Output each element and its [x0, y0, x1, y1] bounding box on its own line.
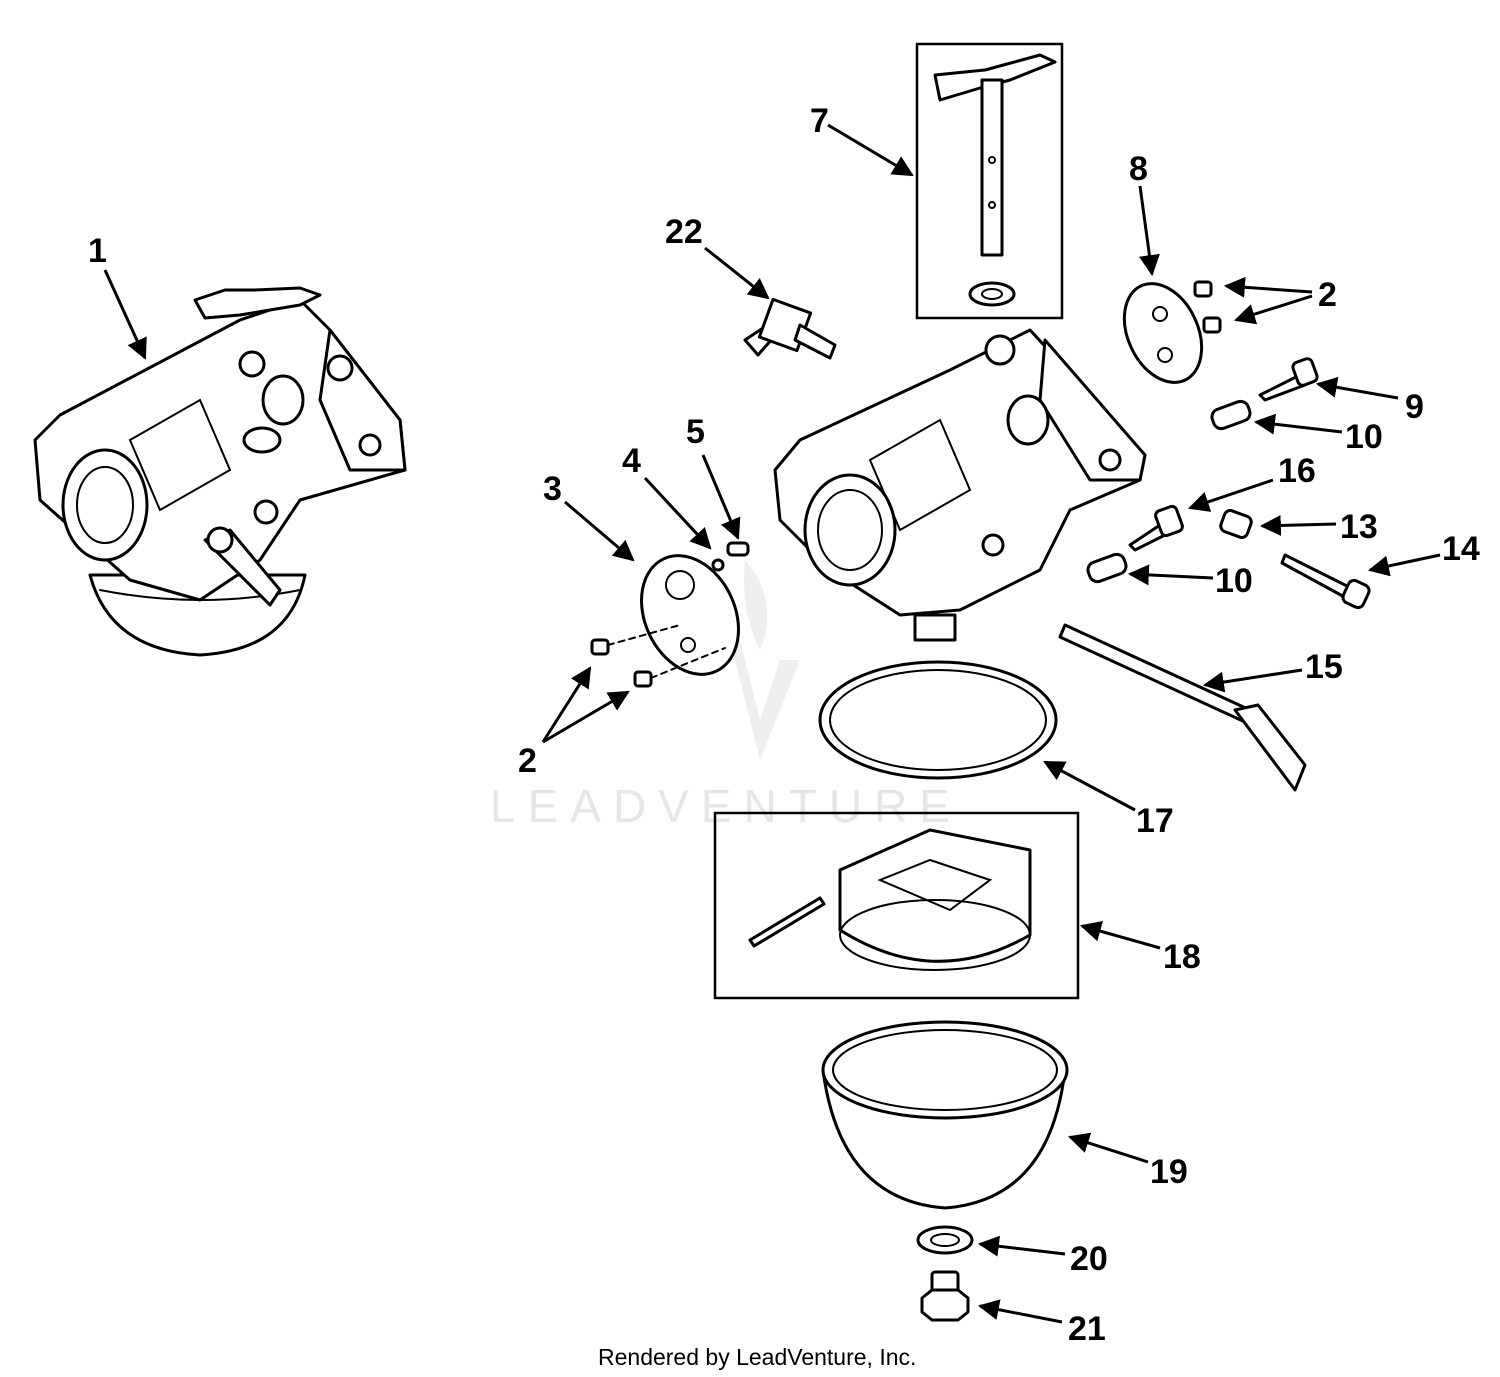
footer-credit: Rendered by LeadVenture, Inc. — [598, 1344, 916, 1370]
callout-20: 20 — [1070, 1240, 1108, 1278]
part-15-shaft — [1058, 623, 1307, 792]
watermark-text: LEADVENTURE — [490, 780, 962, 832]
part-20-washer — [916, 1225, 974, 1255]
carburetor-body — [773, 328, 1147, 642]
callout-19: 19 — [1150, 1153, 1188, 1191]
part-14-screw — [1280, 553, 1371, 610]
callout-10-lower: 10 — [1215, 562, 1253, 600]
callout-15: 15 — [1305, 648, 1343, 686]
callout-21: 21 — [1068, 1310, 1106, 1348]
callout-13: 13 — [1340, 508, 1378, 546]
callout-10-upper: 10 — [1345, 418, 1383, 456]
part-3-plate — [640, 554, 740, 676]
part-18-float — [748, 828, 1032, 971]
part-21-drain-plug — [920, 1270, 970, 1322]
callout-9: 9 — [1405, 388, 1424, 426]
part-9-needle-screw — [1258, 357, 1319, 402]
part-16-needle-screw — [1128, 504, 1184, 552]
part-10-spring-lower — [1086, 552, 1128, 584]
callout-7: 7 — [810, 102, 829, 140]
part-2-screws-right — [1193, 280, 1222, 334]
part-13-spring — [1219, 509, 1253, 539]
watermark-logo-icon — [720, 560, 800, 760]
callout-14: 14 — [1442, 530, 1480, 568]
callout-16: 16 — [1278, 452, 1316, 490]
part-8-plate — [1122, 282, 1204, 384]
callout-4: 4 — [622, 442, 641, 480]
leader-arrows — [103, 123, 1441, 1324]
part-5-spring — [726, 541, 750, 557]
part-10-spring-upper — [1210, 399, 1252, 431]
callout-18: 18 — [1163, 938, 1201, 976]
part-2-screws-left — [590, 624, 726, 688]
part-22-fuel-fitting — [743, 297, 837, 360]
callout-3: 3 — [543, 470, 562, 508]
callout-2-right: 2 — [1318, 276, 1337, 314]
callout-5: 5 — [686, 413, 705, 451]
callout-2-left: 2 — [518, 742, 537, 780]
part-1-carburetor-assembly — [33, 286, 407, 657]
part-7-throttle-shaft — [933, 53, 1057, 307]
part-19-float-bowl — [821, 1020, 1069, 1210]
part-7-box — [915, 42, 1064, 320]
callout-17: 17 — [1136, 802, 1174, 840]
callout-22: 22 — [665, 213, 703, 251]
callout-1: 1 — [88, 232, 107, 270]
part-17-gasket-ring — [818, 660, 1058, 780]
part-4-ball — [711, 558, 725, 572]
callout-8: 8 — [1129, 150, 1148, 188]
part-18-box — [713, 811, 1080, 1000]
